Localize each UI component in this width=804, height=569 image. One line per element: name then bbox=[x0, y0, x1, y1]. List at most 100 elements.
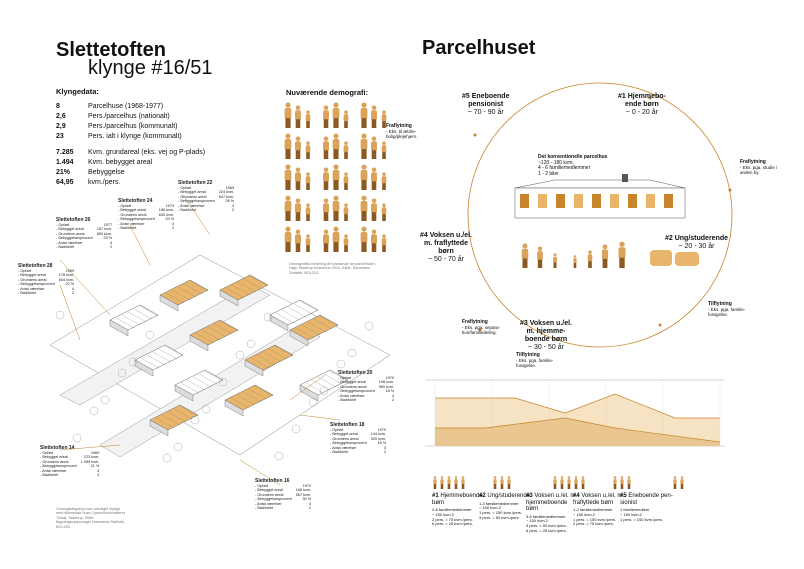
person-head bbox=[323, 105, 329, 111]
flow-note: Fraflytning- Eks. til ældre-bolig/plejeh… bbox=[386, 124, 417, 140]
person-legs bbox=[323, 212, 329, 221]
roof-line bbox=[275, 312, 295, 324]
person-head bbox=[361, 102, 367, 108]
house-drawing bbox=[514, 174, 686, 219]
house-value: 144 kvm. bbox=[370, 432, 387, 437]
tree bbox=[246, 339, 256, 349]
roof-line bbox=[219, 320, 239, 332]
house-field: - Bebyggelsesprocent bbox=[338, 389, 375, 394]
person-head bbox=[306, 172, 310, 176]
flow-text: - Eks. pga. studie i bbox=[740, 165, 778, 170]
house-value: 567 kvm. bbox=[295, 492, 312, 497]
flow-text: - Eks. pga. familie- bbox=[708, 307, 746, 312]
roof-line bbox=[313, 318, 333, 330]
house-field: - Grundens areal bbox=[330, 436, 359, 441]
leader-line bbox=[299, 414, 341, 421]
house-building bbox=[109, 304, 159, 337]
person-head bbox=[361, 164, 367, 170]
person-body bbox=[381, 176, 387, 184]
stage-age-range: ~ 70 - 90 år bbox=[467, 109, 504, 116]
house-field: - Bad/toilet bbox=[338, 398, 357, 403]
stage-detail-title-line: børn bbox=[526, 506, 539, 512]
stage-name-cont: m. fraflyttede bbox=[424, 240, 468, 247]
person-body bbox=[284, 231, 292, 243]
page-subtitle: klynge #16/51 bbox=[88, 57, 213, 79]
person-head bbox=[323, 198, 329, 204]
wall bbox=[269, 314, 289, 332]
house-value: 2 bbox=[384, 450, 387, 455]
person-legs bbox=[344, 245, 348, 252]
person-body bbox=[305, 145, 311, 153]
flow-text: anden by. bbox=[740, 170, 760, 175]
person-legs bbox=[573, 263, 577, 268]
stage-name: #3 Voksen u./el. bbox=[520, 320, 573, 327]
wall bbox=[109, 319, 129, 337]
house-value: 1973 bbox=[165, 204, 175, 208]
house-field: - Grundens areal bbox=[178, 194, 207, 199]
page-title: Slettetoften bbox=[56, 39, 166, 61]
person-head bbox=[323, 136, 329, 142]
person-body bbox=[573, 257, 577, 264]
house-value: 187 kvm. bbox=[96, 227, 113, 232]
house-value: 4 bbox=[232, 203, 235, 208]
house-building bbox=[269, 299, 319, 332]
person-legs bbox=[306, 214, 310, 221]
stat-value: 64,95 bbox=[56, 179, 74, 186]
tree bbox=[364, 321, 374, 331]
house-value: 1969 bbox=[90, 451, 100, 455]
person-head bbox=[553, 253, 557, 257]
house-value: 4 bbox=[309, 501, 312, 506]
person-legs bbox=[306, 183, 310, 190]
stat-label: kvm./pers. bbox=[88, 179, 121, 186]
person-head bbox=[344, 172, 348, 176]
house-value: 630 kvm. bbox=[158, 212, 175, 217]
area-lower bbox=[435, 418, 720, 446]
person-head bbox=[344, 203, 348, 207]
roof-line bbox=[281, 309, 301, 321]
flow-title: Fraflytning bbox=[740, 159, 766, 165]
flow-note: Tilflytning- Eks. pga. familie-forøgelse… bbox=[708, 302, 746, 318]
person-body bbox=[332, 231, 340, 243]
stage-name: #2 Ung/studerende bbox=[665, 235, 729, 242]
house-field: - Opført bbox=[338, 376, 352, 380]
house-value: 26 % bbox=[225, 199, 235, 204]
person-head bbox=[333, 226, 339, 232]
house-field: - Grundens areal bbox=[56, 231, 85, 236]
house-field: - Bad/toilet bbox=[56, 245, 75, 250]
person-head bbox=[371, 105, 377, 111]
person-body bbox=[680, 478, 684, 485]
stage-detail-line: 3-6 familiemedlemmer bbox=[526, 513, 566, 519]
person-legs bbox=[361, 118, 367, 128]
house-info-title: Det konventionelle parcelhus bbox=[538, 154, 608, 160]
person-head bbox=[295, 229, 301, 235]
stage-age-range: ~ 0 - 20 år bbox=[625, 109, 658, 116]
person-legs bbox=[344, 121, 348, 128]
house-field: - Grundens areal bbox=[118, 212, 147, 217]
wall bbox=[159, 294, 179, 312]
person-body bbox=[295, 172, 301, 182]
person-body bbox=[371, 203, 377, 213]
roof-line bbox=[231, 284, 251, 296]
person-head bbox=[620, 476, 624, 479]
house-building bbox=[134, 344, 184, 377]
person-legs bbox=[295, 181, 301, 190]
person-body bbox=[332, 169, 340, 181]
stage-detail-number: #3 bbox=[526, 493, 535, 499]
